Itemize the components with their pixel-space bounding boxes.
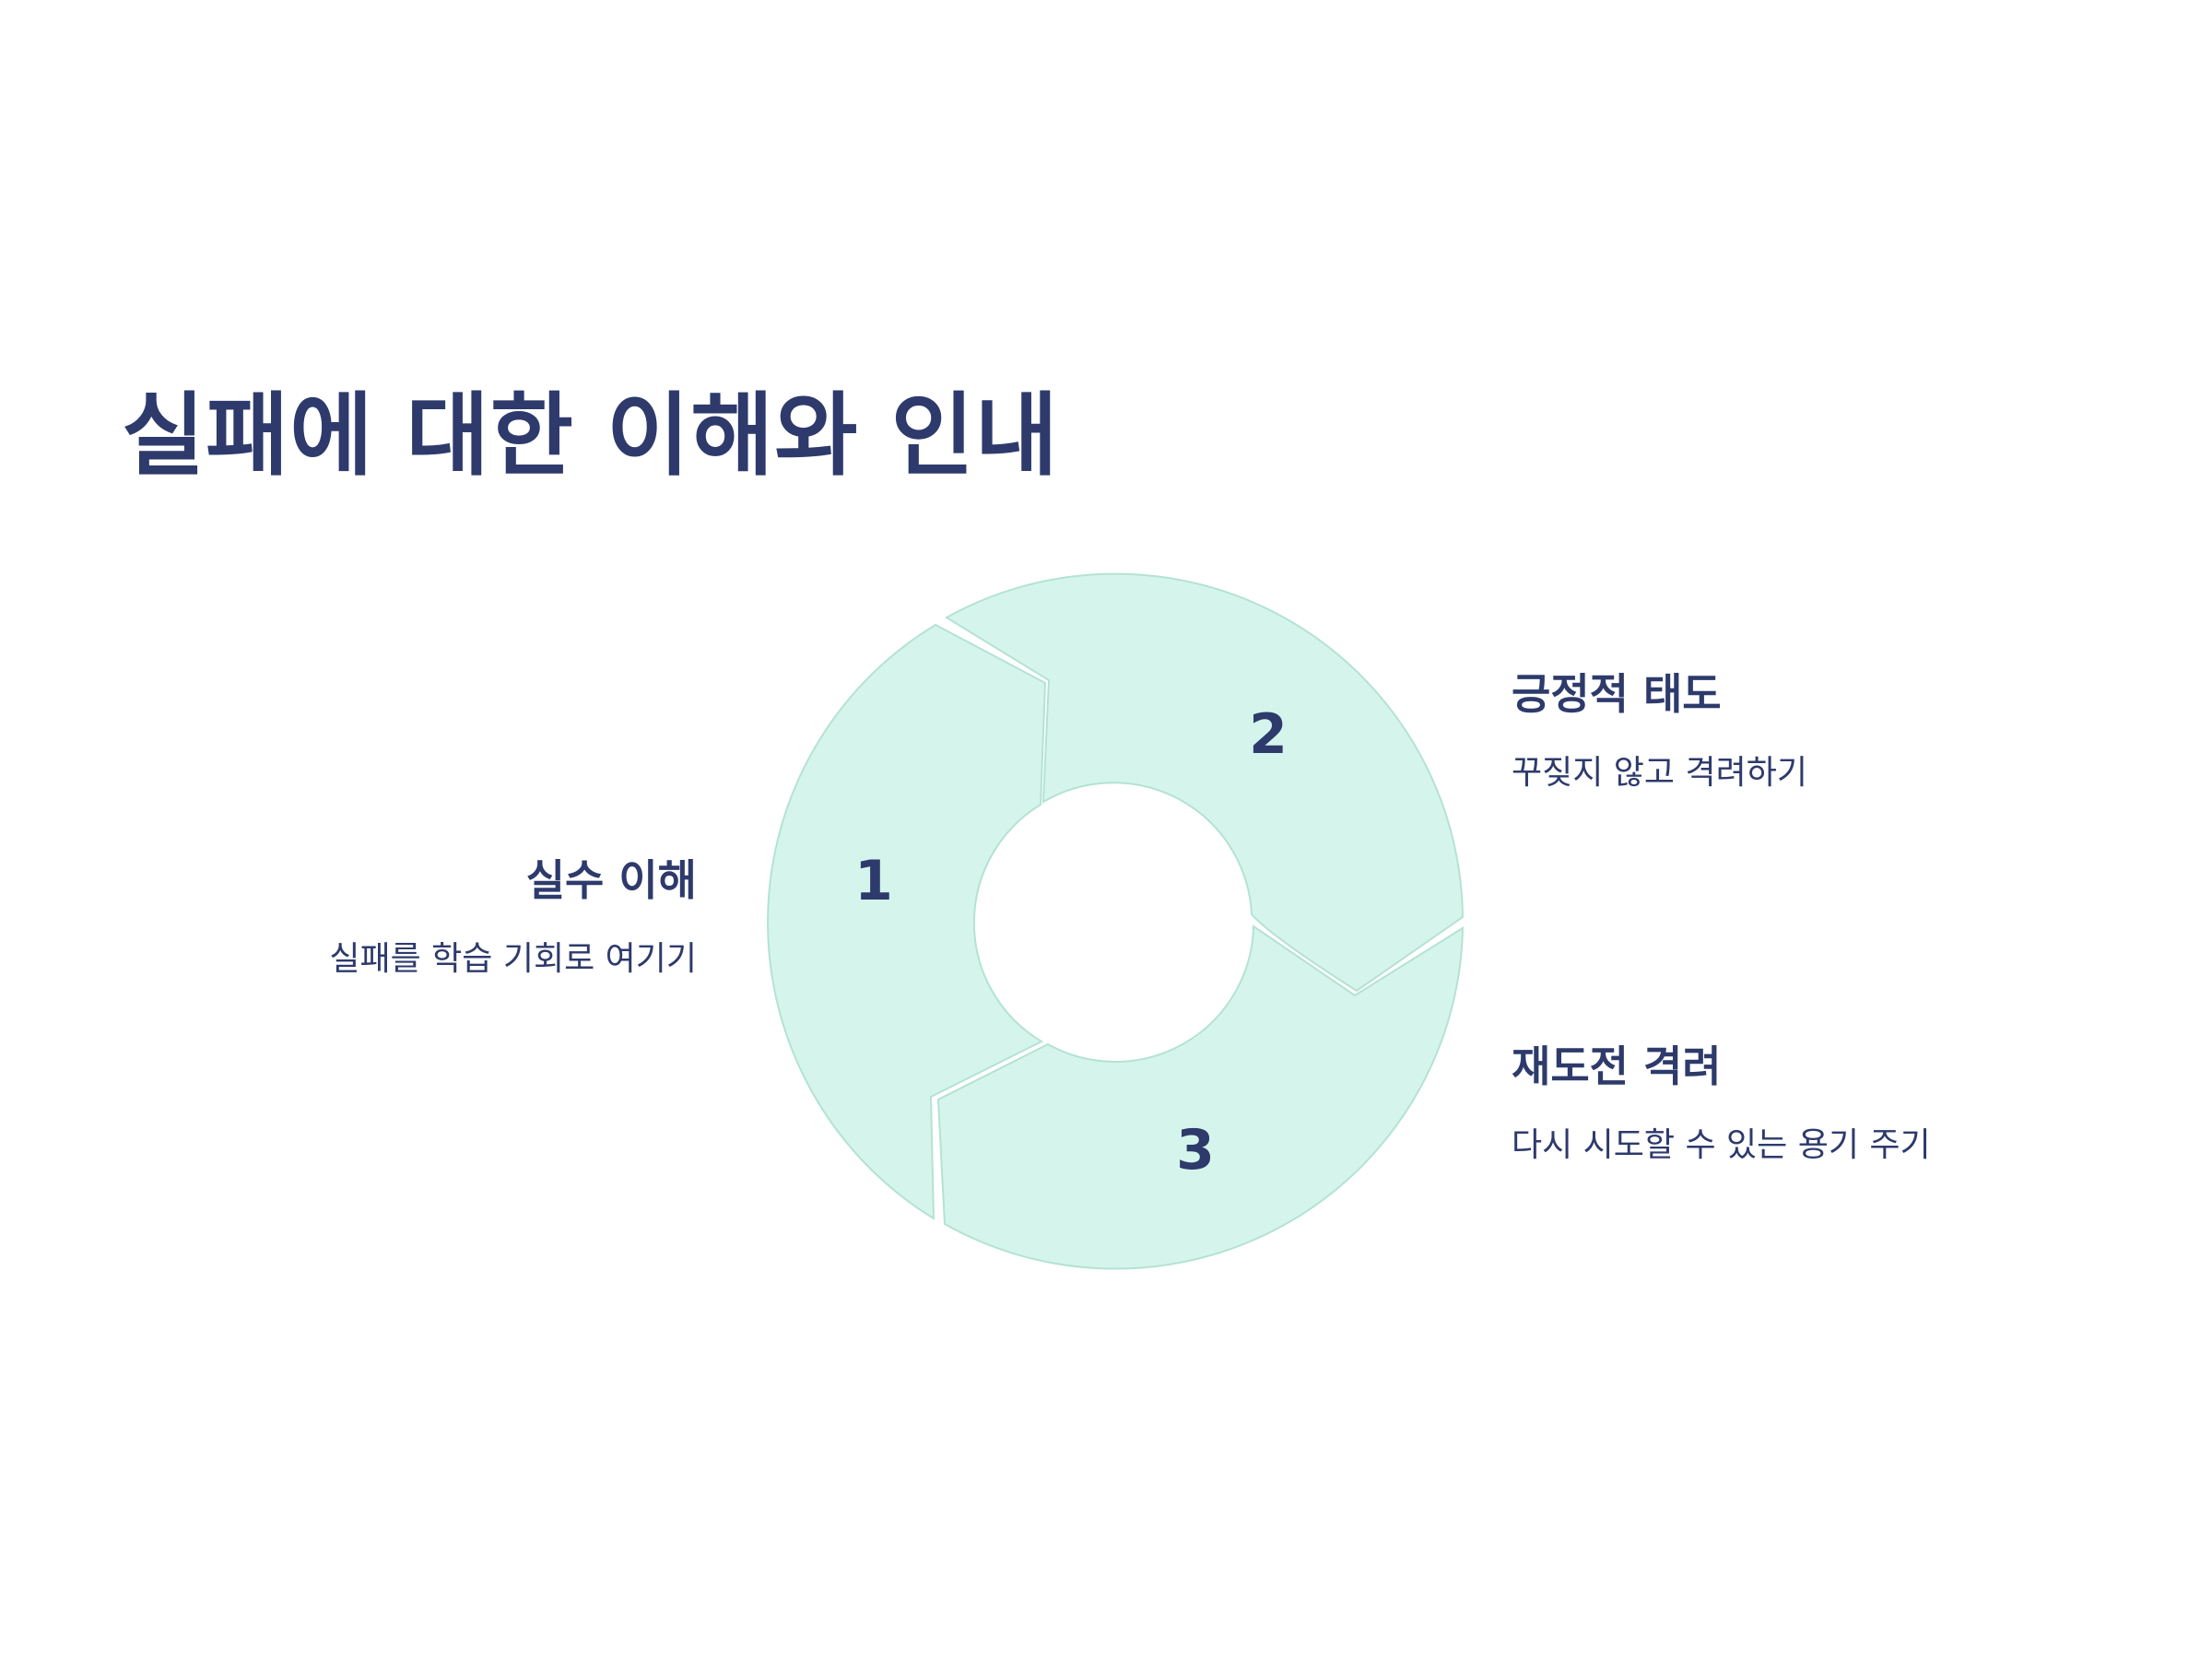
step-2-text: 긍정적 태도 꾸짖지 않고 격려하기 (1512, 669, 2101, 793)
cycle-segment-2 (945, 572, 1465, 993)
step-3-title: 재도전 격려 (1512, 1041, 1722, 1091)
cycle-segment-1 (767, 623, 1047, 1220)
segment-number-3: 3 (1176, 1118, 1215, 1182)
step-2-description: 꾸짖지 않고 격려하기 (1512, 754, 1807, 793)
step-1-title: 실수 이해 (525, 855, 697, 905)
step-1-description: 실패를 학습 기회로 여기기 (329, 940, 697, 979)
step-1-text: 실수 이해 실패를 학습 기회로 여기기 (107, 855, 697, 979)
page-title: 실패에 대한 이해와 인내 (122, 383, 1059, 488)
segment-number-1: 1 (854, 849, 893, 913)
step-3-description: 다시 시도할 수 있는 용기 주기 (1512, 1126, 1931, 1165)
step-2-title: 긍정적 태도 (1512, 669, 1722, 719)
step-3-text: 재도전 격려 다시 시도할 수 있는 용기 주기 (1512, 1041, 2101, 1165)
segment-number-2: 2 (1249, 702, 1288, 767)
cycle-segment-3 (936, 924, 1465, 1270)
